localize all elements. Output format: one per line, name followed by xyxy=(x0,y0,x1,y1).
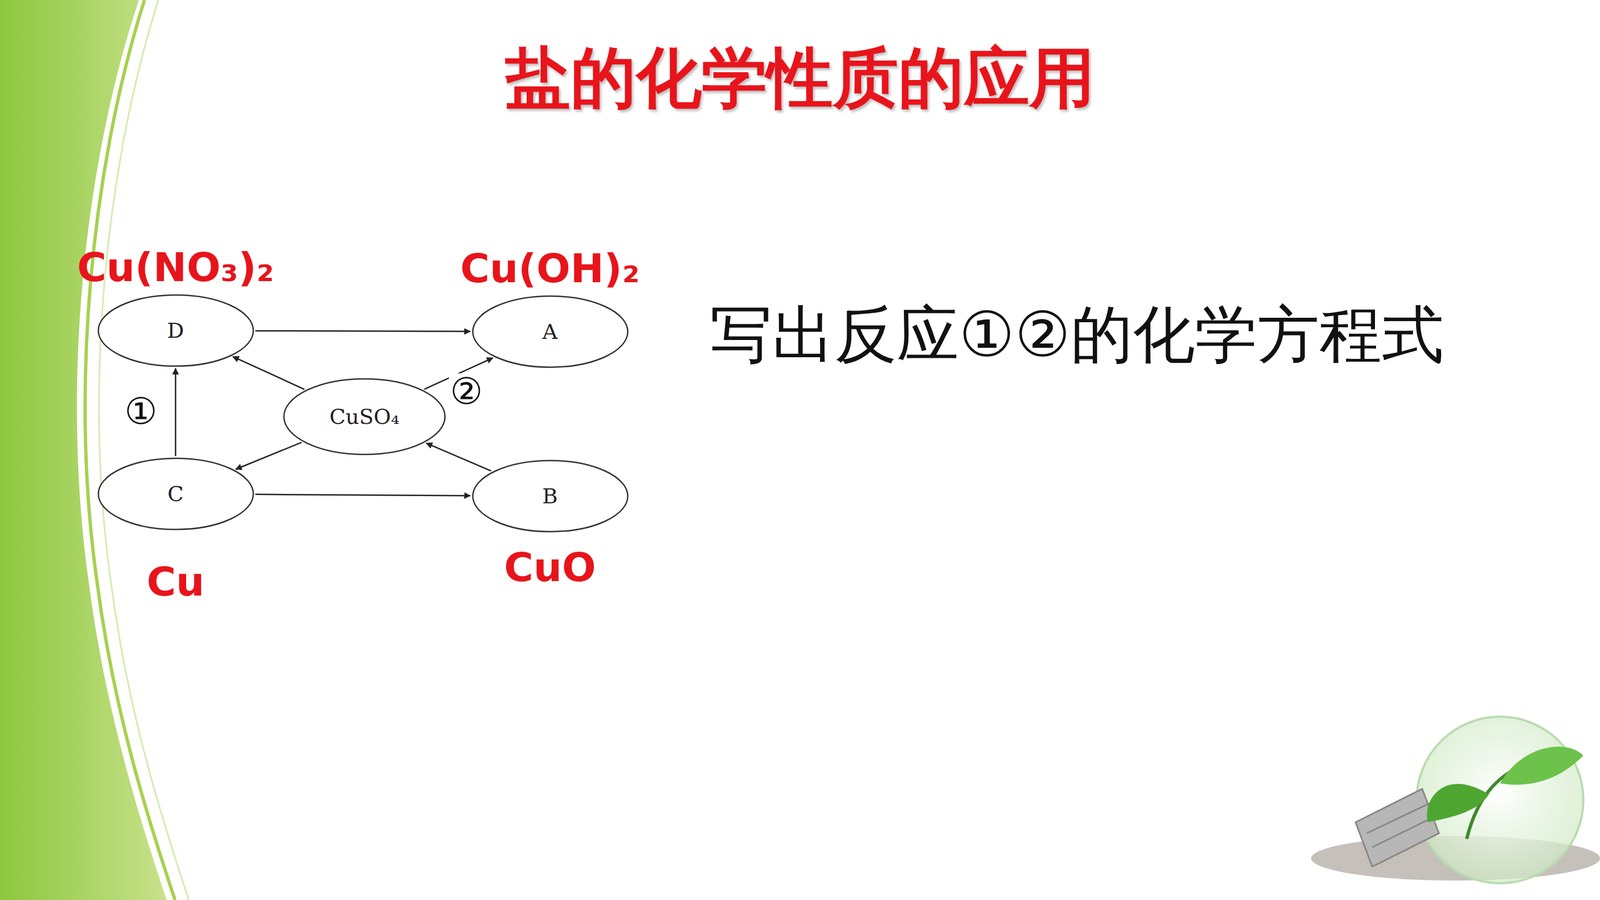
arrow-connector xyxy=(255,494,470,496)
formula-label: CuO xyxy=(503,543,596,591)
arrow-connector xyxy=(235,442,302,469)
node-letter: C xyxy=(167,481,184,507)
node-letter: A xyxy=(542,319,558,344)
ellipse-node: DCu(NO₃)₂ xyxy=(97,293,255,368)
arrow-connector xyxy=(426,443,492,472)
node-letter: B xyxy=(542,483,558,509)
formula-label: Cu xyxy=(146,558,205,605)
arrow-connector xyxy=(175,368,177,457)
formula-label: Cu(NO₃)₂ xyxy=(77,243,274,291)
formula-label: Cu(OH)₂ xyxy=(460,245,640,292)
node-letter: D xyxy=(167,318,184,343)
slide-title: 盐的化学性质的应用 xyxy=(0,34,1600,124)
ellipse-node: CCu xyxy=(97,457,255,531)
ellipse-node: ACu(OH)₂ xyxy=(471,295,629,369)
reaction-number: ① xyxy=(123,393,159,430)
green-band xyxy=(0,0,167,900)
arrow-connector xyxy=(255,330,470,332)
ellipse-node: BCuO xyxy=(471,459,629,533)
band-curve xyxy=(98,0,189,900)
instruction-text: 写出反应①②的化学方程式 xyxy=(710,293,1444,378)
reaction-number: ② xyxy=(448,373,484,410)
arrow-connector xyxy=(232,356,305,390)
ellipse-node: CuSO₄ xyxy=(282,377,447,456)
band-curve xyxy=(85,0,175,900)
bulb-illustration xyxy=(1311,716,1600,884)
node-letter: CuSO₄ xyxy=(329,404,400,429)
